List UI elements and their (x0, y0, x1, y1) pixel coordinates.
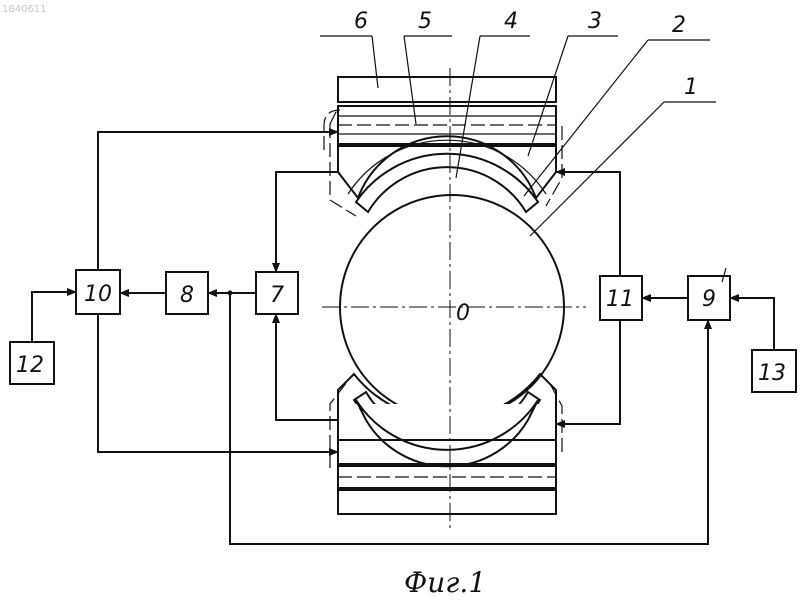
block-9: 9 (688, 276, 730, 320)
label-1: 1 (684, 75, 698, 100)
svg-text:7: 7 (270, 283, 284, 308)
top-enclosure-left (330, 112, 356, 216)
top-winding-6 (338, 77, 556, 102)
block-13: 13 (752, 350, 796, 392)
svg-text:10: 10 (84, 282, 112, 307)
label-leaders (320, 36, 716, 236)
center-label: 0 (456, 301, 470, 326)
signal-lines (32, 132, 774, 544)
bottom-winding-2 (338, 490, 556, 514)
svg-text:12: 12 (16, 353, 44, 378)
bottom-enclosure-left (330, 378, 350, 468)
label-2: 2 (672, 13, 686, 38)
block-10: 10 (76, 270, 120, 314)
svg-text:8: 8 (180, 283, 194, 308)
block-7: 7 (256, 272, 298, 314)
label-6: 6 (354, 9, 368, 34)
figure-caption: Фиг.1 (404, 566, 486, 599)
block-11: 11 (600, 276, 642, 320)
label-4: 4 (504, 9, 518, 34)
block-12: 12 (10, 342, 54, 384)
svg-text:13: 13 (758, 361, 786, 386)
top-arc-layer-4 (356, 154, 538, 212)
junction-dot (228, 291, 233, 296)
label-3: 3 (588, 9, 602, 34)
svg-text:11: 11 (606, 287, 634, 312)
label-5: 5 (418, 9, 432, 34)
bottom-assembly (330, 374, 562, 514)
svg-text:9: 9 (702, 287, 716, 312)
block-8: 8 (166, 272, 208, 314)
document-id: 1840611 (2, 4, 47, 15)
